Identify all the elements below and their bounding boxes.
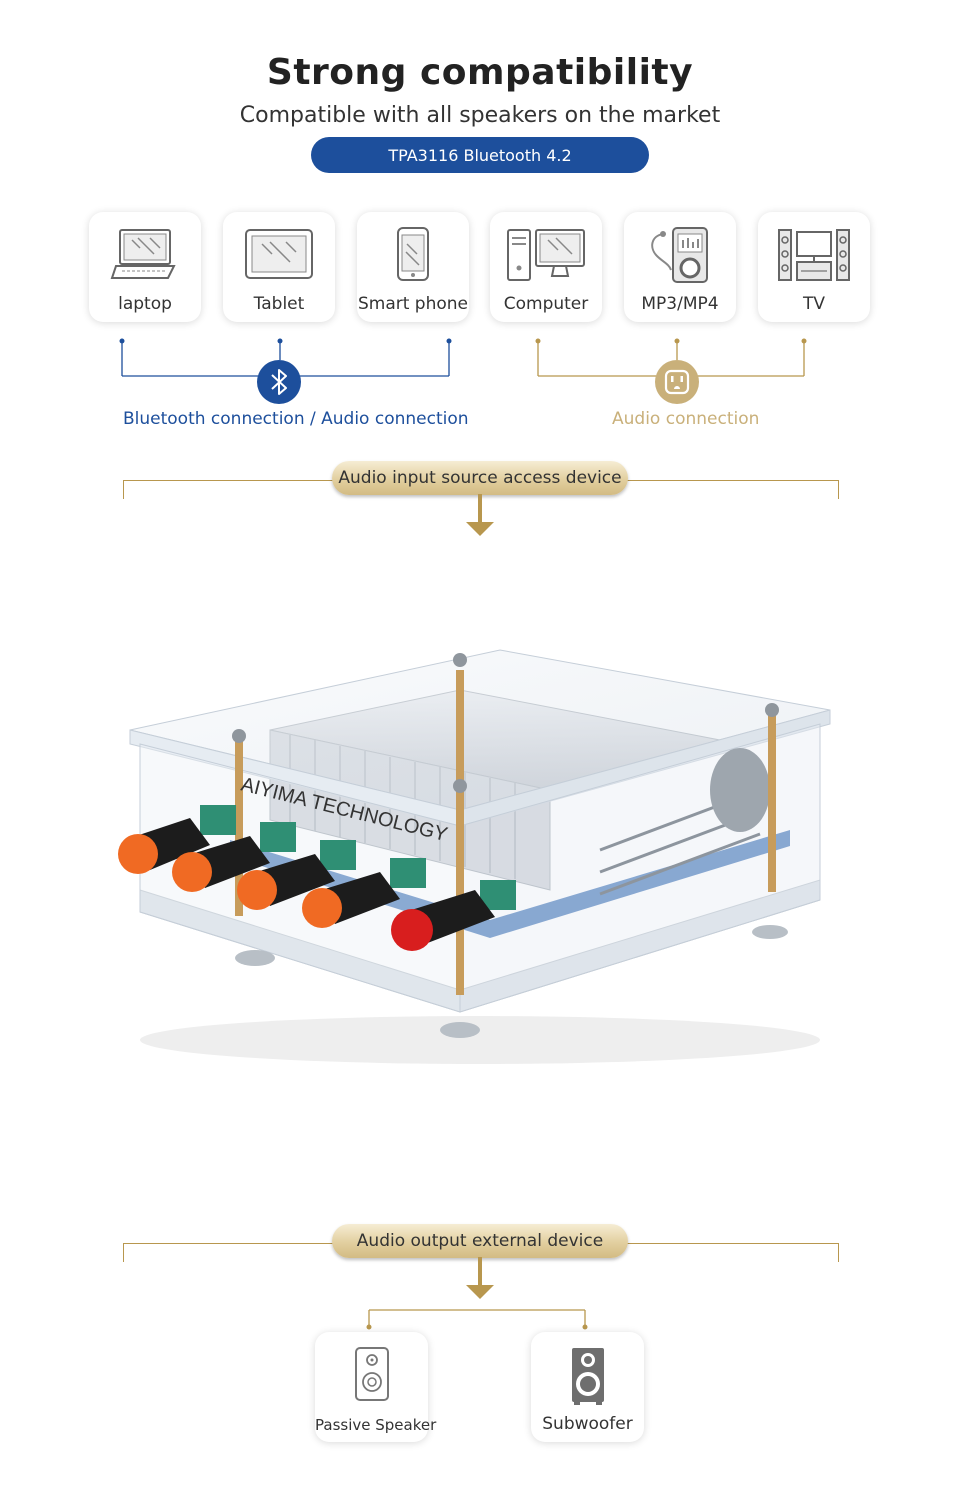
tablet-icon bbox=[245, 229, 313, 279]
passive-speaker-icon bbox=[354, 1347, 389, 1401]
device-label: Smart phone bbox=[357, 294, 469, 314]
smartphone-icon bbox=[397, 227, 429, 281]
output-card-passive-speaker: Passive Speaker bbox=[315, 1332, 437, 1442]
subwoofer-icon bbox=[571, 1348, 604, 1405]
device-card-tablet: Tablet bbox=[223, 212, 335, 322]
device-label: TV bbox=[802, 294, 825, 314]
device-label: Tablet bbox=[253, 294, 305, 314]
down-arrow-icon bbox=[466, 1257, 494, 1299]
output-section-label: Audio output external device bbox=[332, 1224, 628, 1258]
output-label: Passive Speaker bbox=[315, 1416, 437, 1434]
device-card-laptop: laptop bbox=[89, 212, 201, 322]
page-title: Strong compatibility bbox=[266, 52, 694, 93]
computer-icon bbox=[507, 229, 585, 281]
page-subtitle: Compatible with all speakers on the mark… bbox=[239, 103, 721, 128]
tv-icon bbox=[778, 229, 850, 281]
input-section-label: Audio input source access device bbox=[332, 461, 628, 495]
device-label: Computer bbox=[503, 294, 589, 314]
connection-lines bbox=[119, 338, 807, 377]
audio-outlet-icon bbox=[655, 360, 699, 404]
mp3-player-icon bbox=[651, 227, 708, 283]
bluetooth-icon bbox=[257, 360, 301, 404]
device-label: MP3/MP4 bbox=[641, 294, 719, 314]
device-card-tv: TV bbox=[758, 212, 870, 322]
output-connection-lines bbox=[366, 1309, 588, 1330]
model-badge: TPA3116 Bluetooth 4.2 bbox=[311, 137, 649, 173]
bluetooth-connection-label: Bluetooth connection / Audio connection bbox=[123, 409, 469, 429]
audio-connection-label: Audio connection bbox=[612, 409, 760, 429]
amplifier-product-image: AIYIMA TECHNOLOGY bbox=[118, 649, 831, 1064]
device-label: laptop bbox=[118, 294, 172, 314]
down-arrow-icon bbox=[466, 494, 494, 536]
output-card-subwoofer: Subwoofer bbox=[531, 1332, 644, 1442]
output-label: Subwoofer bbox=[542, 1414, 633, 1434]
laptop-icon bbox=[110, 229, 176, 279]
device-card-mp3: MP3/MP4 bbox=[624, 212, 736, 322]
device-card-computer: Computer bbox=[490, 212, 602, 322]
device-card-smartphone: Smart phone bbox=[357, 212, 469, 322]
